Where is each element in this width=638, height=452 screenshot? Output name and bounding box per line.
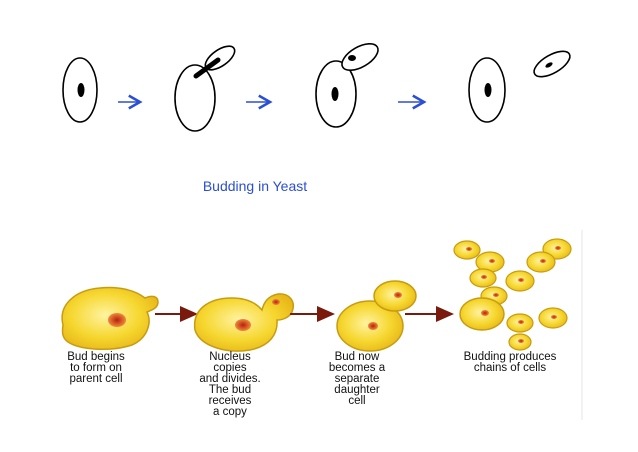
yeast-step-4-bud-separated [468, 50, 571, 123]
caption-stage-3: Bud now becomes a separate daughter cell [328, 351, 386, 407]
yeast-step-2-bud-forming [174, 45, 236, 132]
cell-stage-3-daughter-cell [336, 280, 417, 352]
cell-stage-1-parent-with-bud [61, 286, 159, 351]
cell-stage-4-chain-of-cells [453, 238, 572, 351]
caption-stage-4: Budding produces chains of cells [463, 351, 557, 374]
cell-stage-2-nucleus-divides [193, 293, 294, 352]
caption-stage-2: Nucleus copies and divides. The bud rece… [199, 351, 261, 418]
diagram-title: Budding in Yeast [202, 178, 308, 194]
yeast-step-1-parent [62, 57, 98, 123]
yeast-step-3-bud-growing [315, 42, 379, 128]
caption-stage-1: Bud begins to form on parent cell [67, 351, 125, 385]
